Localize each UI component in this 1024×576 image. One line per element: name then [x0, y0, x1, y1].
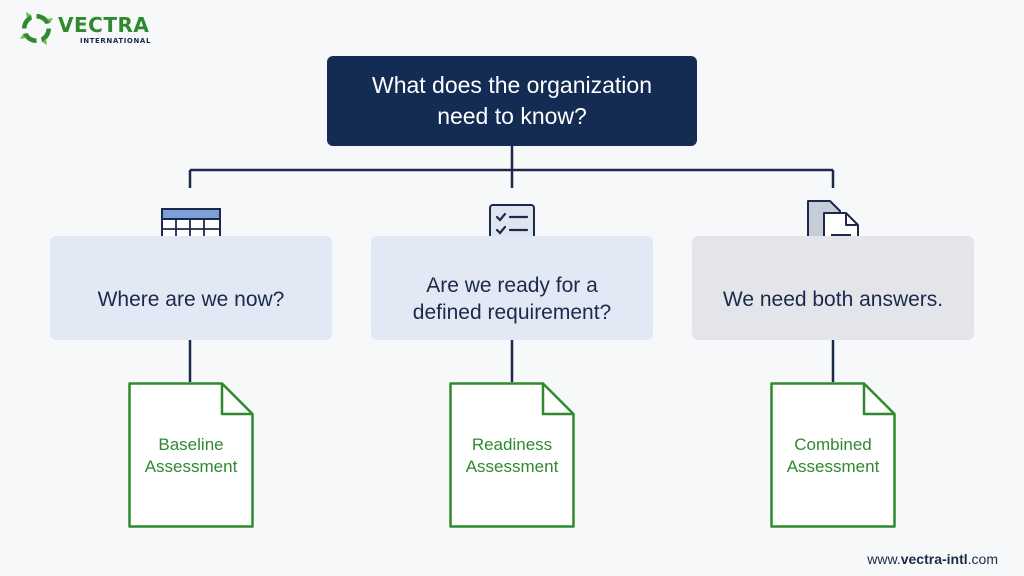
branch-question-text: Where are we now?	[97, 287, 285, 311]
footer-website: www.vectra-intl.com	[867, 550, 998, 568]
central-question-text: What does the organization need to know?	[371, 72, 652, 129]
outcome-document-combined: Combined Assessment	[770, 382, 896, 528]
outcome-label: Readiness Assessment	[465, 435, 559, 476]
branch-question-text: We need both answers.	[722, 287, 944, 311]
central-question-box: What does the organization need to know?	[327, 56, 697, 146]
footer-url-prefix: www.	[867, 551, 901, 567]
branch-question-text: Are we ready for a defined requirement?	[412, 274, 612, 324]
brand-subtitle: INTERNATIONAL	[80, 37, 152, 45]
document-page-icon	[770, 382, 896, 528]
brand-logo: VECTRA INTERNATIONAL	[20, 12, 150, 48]
brand-name: VECTRA	[58, 13, 150, 37]
outcome-label: Combined Assessment	[786, 435, 880, 476]
document-page-icon	[449, 382, 575, 528]
branch-panel-combined: We need both answers.	[692, 236, 974, 340]
footer-url-suffix: .com	[967, 551, 998, 567]
branch-panel-baseline: Where are we now?	[50, 236, 332, 340]
document-page-icon	[128, 382, 254, 528]
branch-panel-readiness: Are we ready for a defined requirement?	[371, 236, 653, 340]
footer-url-domain: vectra-intl	[900, 551, 968, 567]
outcome-document-baseline: Baseline Assessment	[128, 382, 254, 528]
outcome-document-readiness: Readiness Assessment	[449, 382, 575, 528]
recycle-arrows-ring-icon	[20, 12, 53, 45]
outcome-label: Baseline Assessment	[144, 435, 238, 476]
